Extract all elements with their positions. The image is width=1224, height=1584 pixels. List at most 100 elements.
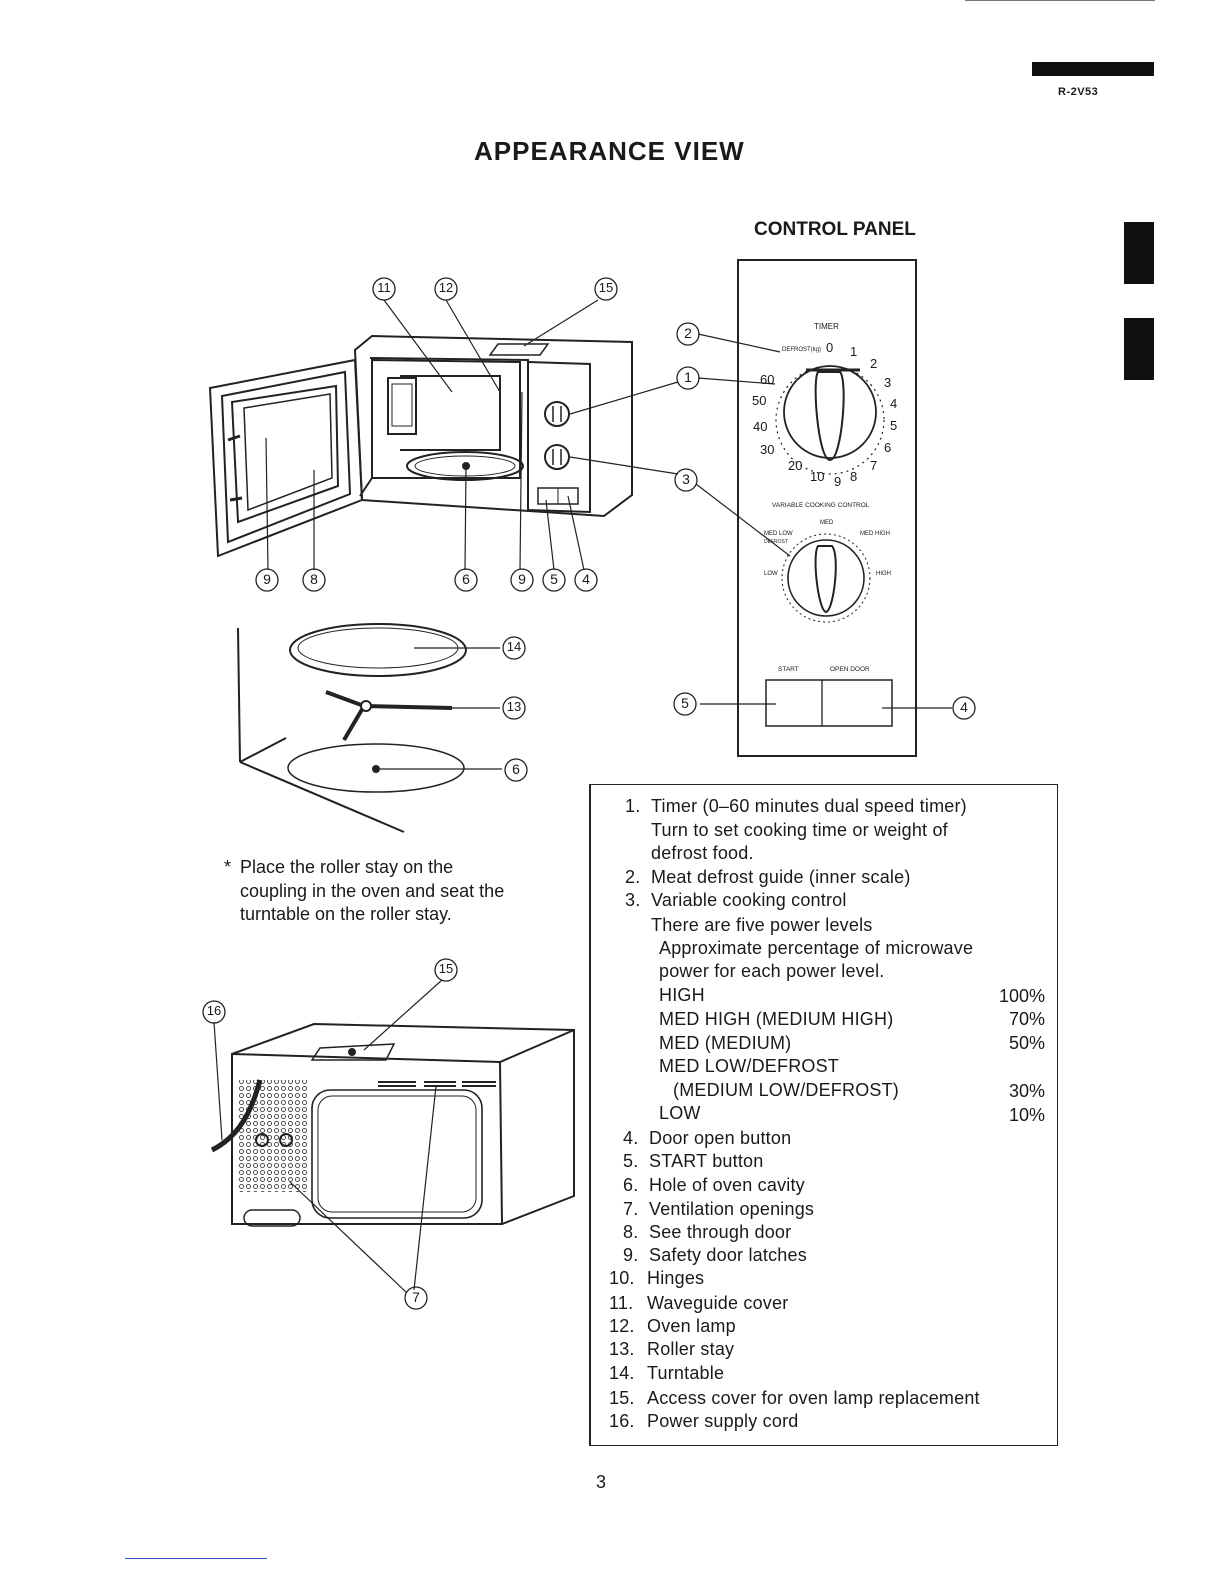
power-label-med: MED [820, 520, 834, 526]
legend-text: Safety door latches [649, 1245, 807, 1265]
power-level-label: LOW [659, 1103, 701, 1123]
legend-text: Meat defrost guide (inner scale) [651, 867, 911, 887]
timer-scale-mark: 1 [850, 344, 858, 359]
legend-num: 12. [609, 1316, 635, 1336]
page-title: APPEARANCE VIEW [474, 136, 745, 166]
top-rule [965, 0, 1155, 1]
legend-text: Door open button [649, 1128, 792, 1148]
power-level-pct: 30% [1008, 1081, 1045, 1101]
callout-label: 15 [438, 961, 454, 976]
variable-control-label: VARIABLE COOKING CONTROL [772, 502, 870, 509]
timer-scale-mark: 60 [760, 372, 775, 387]
legend-num: 3. [625, 890, 641, 910]
legend-text: Access cover for oven lamp replacement [647, 1388, 980, 1408]
callout-label: 14 [506, 639, 522, 654]
timer-scale-mark: 30 [760, 442, 775, 457]
power-level-label: (MEDIUM LOW/DEFROST) [673, 1080, 899, 1100]
callout-label: 5 [550, 571, 558, 587]
legend-num: 9. [623, 1245, 639, 1265]
legend-num: 15. [609, 1388, 635, 1408]
callout-label: 1 [684, 369, 692, 385]
oven-rear-illustration [202, 958, 575, 1310]
power-level-pct: 100% [998, 986, 1045, 1006]
parts-legend: 1. Timer (0–60 minutes dual speed timer)… [589, 784, 1058, 1446]
legend-num: 7. [623, 1199, 639, 1219]
timer-scale-mark: 8 [850, 469, 858, 484]
timer-scale-mark: 50 [752, 393, 767, 408]
timer-scale-mark: 7 [870, 458, 878, 473]
power-level-pct: 70% [1008, 1009, 1045, 1029]
oven-callouts [255, 277, 700, 592]
control-panel-title: CONTROL PANEL [754, 219, 916, 240]
power-level-pct: 10% [1008, 1105, 1045, 1125]
timer-label: TIMER [814, 322, 839, 331]
bottom-rule [125, 1558, 267, 1559]
callout-label: 13 [506, 699, 522, 714]
legend-text: Approximate percentage of microwave [659, 938, 974, 958]
defrost-scale-label: DEFROST(kg) [782, 347, 821, 353]
power-level-label: MED LOW/DEFROST [659, 1056, 840, 1076]
power-label-low: LOW [764, 571, 778, 577]
legend-text: START button [649, 1151, 764, 1171]
power-level-label: MED HIGH (MEDIUM HIGH) [659, 1009, 894, 1029]
timer-scale-mark: 5 [890, 418, 898, 433]
timer-scale-mark: 0 [826, 340, 834, 355]
legend-num: 4. [623, 1128, 639, 1148]
power-label-med-low: MED LOW [764, 531, 793, 537]
legend-num: 16. [609, 1411, 635, 1431]
power-label-med-high: MED HIGH [860, 531, 890, 537]
power-level-pct: 50% [1008, 1033, 1045, 1053]
timer-scale-mark: 3 [884, 375, 892, 390]
control-panel-illustration [673, 259, 976, 757]
timer-scale-mark: 2 [870, 356, 878, 371]
callout-label: 3 [682, 471, 690, 487]
start-label: START [778, 666, 799, 673]
legend-text: Roller stay [647, 1339, 735, 1359]
legend-num: 11. [609, 1293, 634, 1313]
timer-scale-mark: 40 [753, 419, 768, 434]
callout-label: 16 [206, 1003, 222, 1018]
power-label-defrost: DEFROST [764, 539, 788, 545]
legend-text: Waveguide cover [647, 1293, 789, 1313]
callout-label: 8 [310, 571, 318, 587]
legend-text: Turntable [647, 1363, 725, 1383]
timer-scale-mark: 9 [834, 474, 842, 489]
legend-text: Timer (0–60 minutes dual speed timer) [651, 796, 967, 816]
legend-num: 10. [609, 1268, 635, 1288]
legend-num: 14. [609, 1363, 635, 1383]
timer-scale-mark: 10 [810, 469, 825, 484]
legend-text: Oven lamp [647, 1316, 736, 1336]
callout-label: 2 [684, 325, 692, 341]
legend-text: defrost food. [651, 843, 754, 863]
callout-label: 11 [377, 280, 391, 295]
legend-text: Variable cooking control [651, 890, 847, 910]
legend-num: 5. [623, 1151, 639, 1171]
callout-label: 4 [582, 571, 590, 587]
header-bar [1032, 62, 1154, 76]
legend-text: power for each power level. [659, 961, 885, 981]
timer-scale-mark: 4 [890, 396, 898, 411]
timer-scale-mark: 20 [788, 458, 803, 473]
callout-label: 7 [412, 1289, 420, 1305]
note-text: Place the roller stay on the coupling in… [240, 857, 505, 924]
callout-label: 12 [438, 280, 454, 295]
callout-label: 9 [518, 571, 526, 587]
side-tab-mark [1124, 222, 1154, 284]
legend-text: Hinges [647, 1268, 705, 1288]
timer-scale-mark: 6 [884, 440, 892, 455]
power-level-label: MED (MEDIUM) [659, 1033, 792, 1053]
legend-num: 6. [623, 1175, 639, 1195]
side-tab-mark [1124, 318, 1154, 380]
turntable-illustration [237, 623, 528, 833]
callout-label: 9 [263, 571, 271, 587]
legend-text: Turn to set cooking time or weight of [651, 820, 948, 840]
legend-text: There are five power levels [651, 915, 873, 935]
legend-left-border [589, 785, 591, 1445]
legend-text: See through door [649, 1222, 792, 1242]
callout-label: 6 [462, 571, 470, 587]
legend-num: 13. [609, 1339, 635, 1359]
legend-num: 8. [623, 1222, 639, 1242]
page-number: 3 [596, 1472, 607, 1492]
legend-num: 2. [625, 867, 641, 887]
